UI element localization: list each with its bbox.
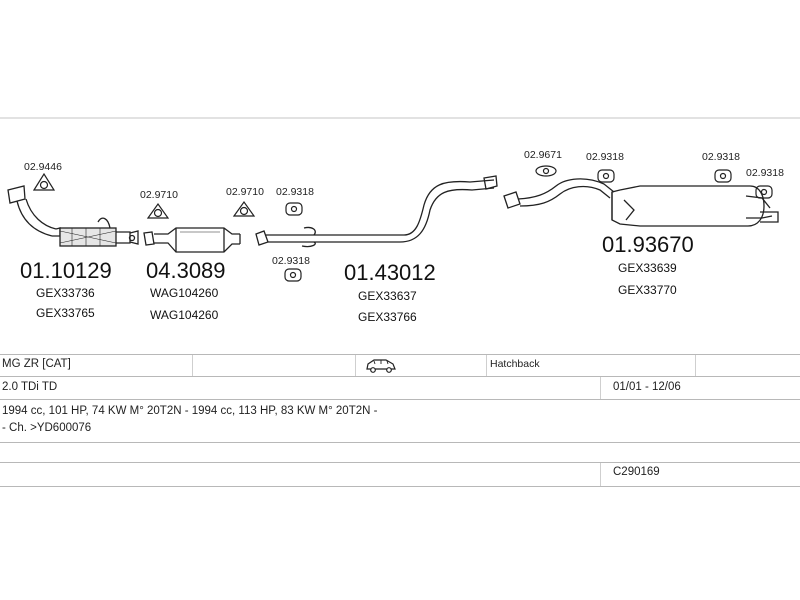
fitting-gasket-02-9671 — [535, 165, 557, 177]
car-icon — [366, 358, 396, 379]
part-ref: WAG104260 — [150, 308, 219, 322]
part-ref: GEX33639 — [618, 261, 677, 275]
part-number-04-3089: 04.3089 — [146, 258, 226, 283]
fitting-label-02-9710-b: 02.9710 — [226, 186, 264, 198]
chassis-number: - Ch. >YD600076 — [2, 422, 92, 434]
catalog-code: C290169 — [613, 466, 660, 478]
center-pipe-drawing — [255, 175, 498, 248]
vehicle-model: MG ZR [CAT] — [2, 358, 71, 370]
production-years: 01/01 - 12/06 — [613, 381, 681, 393]
fitting-gasket-02-9710-b — [232, 200, 256, 217]
engine-spec: 1994 cc, 101 HP, 74 KW M° 20T2N - 1994 c… — [2, 405, 378, 417]
fitting-label-02-9710-a: 02.9710 — [140, 189, 178, 201]
catalytic-converter-drawing — [143, 227, 241, 253]
fitting-hanger-02-9318-b — [284, 268, 302, 282]
fitting-gasket-02-9710-a — [146, 202, 170, 219]
fitting-label-02-9318-a: 02.9318 — [276, 186, 314, 198]
front-pipe-drawing — [7, 185, 139, 247]
part-ref: GEX33770 — [618, 283, 677, 297]
fitting-hanger-02-9318-e — [755, 185, 773, 199]
fitting-gasket-02-9446 — [32, 172, 56, 191]
fitting-label-02-9318-c: 02.9318 — [586, 151, 624, 163]
rear-silencer-drawing — [503, 178, 779, 227]
part-ref: WAG104260 — [150, 286, 219, 300]
part-ref: GEX33736 — [36, 286, 95, 300]
body-type: Hatchback — [490, 358, 540, 370]
fitting-hanger-02-9318-d — [714, 169, 732, 183]
fitting-label-02-9318-d: 02.9318 — [702, 151, 740, 163]
part-number-01-93670: 01.93670 — [602, 232, 694, 257]
fitting-hanger-02-9318-a — [285, 202, 303, 216]
engine-type: 2.0 TDi TD — [2, 381, 58, 393]
part-ref: GEX33637 — [358, 289, 417, 303]
fitting-label-02-9318-e: 02.9318 — [746, 167, 784, 179]
fitting-label-02-9318-b: 02.9318 — [272, 255, 310, 267]
fitting-hanger-02-9318-c — [597, 169, 615, 183]
part-ref: GEX33766 — [358, 310, 417, 324]
part-number-01-10129: 01.10129 — [20, 258, 112, 283]
part-ref: GEX33765 — [36, 306, 95, 320]
fitting-label-02-9671: 02.9671 — [524, 149, 562, 161]
fitting-label-02-9446: 02.9446 — [24, 161, 62, 173]
part-number-01-43012: 01.43012 — [344, 260, 436, 285]
